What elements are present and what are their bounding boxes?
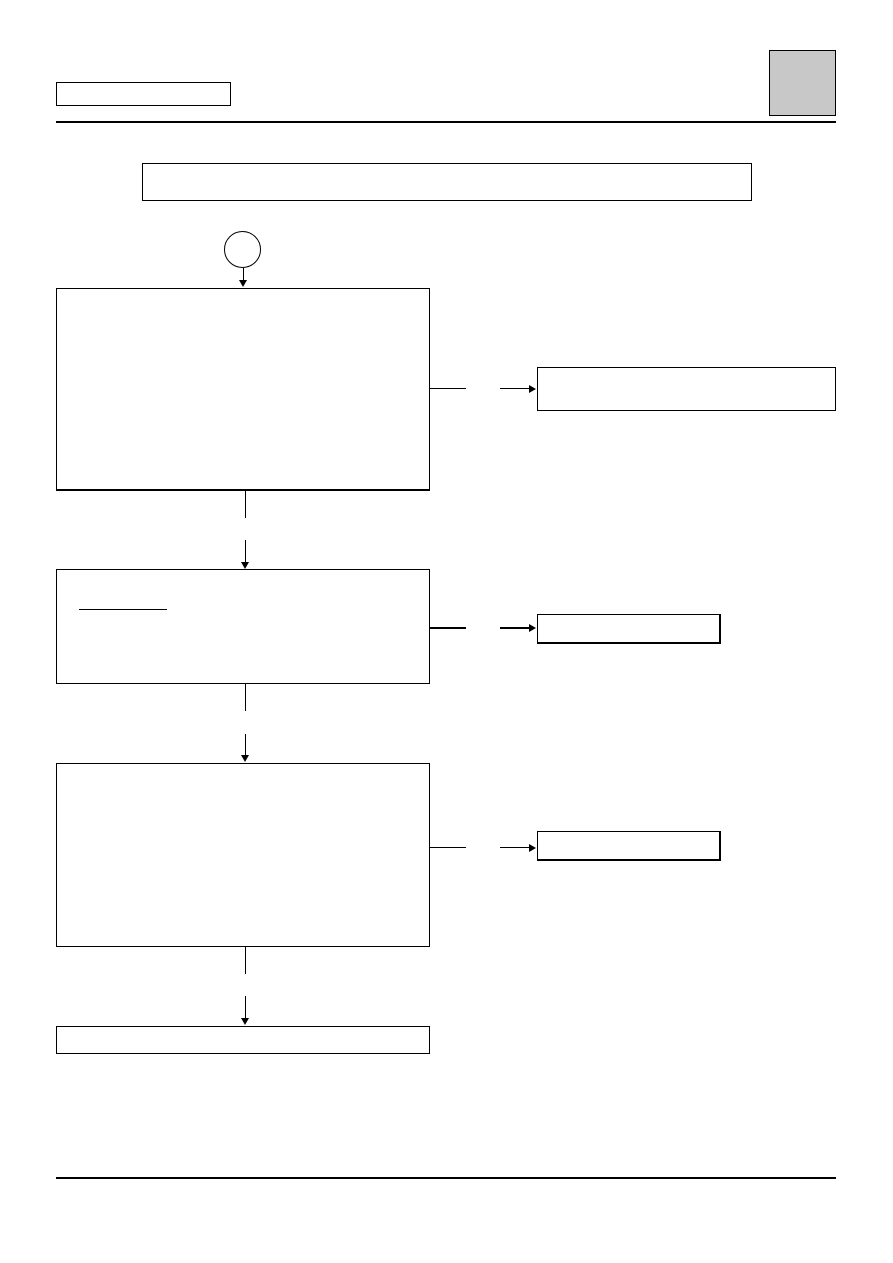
step-2-yes-line-a — [245, 684, 246, 711]
step-1-yes-line-b — [245, 540, 246, 562]
end-box — [56, 1026, 430, 1054]
start-connector — [224, 231, 261, 268]
step-2-underlined-text — [79, 594, 167, 608]
step-2-yes-arrow — [241, 755, 249, 762]
step-3-result-box — [537, 831, 721, 861]
step-3-yes-line-a — [245, 947, 246, 974]
step-3-no-line-a — [430, 847, 466, 848]
step-1-no-line-b — [500, 388, 530, 389]
footer-rule — [56, 1177, 836, 1179]
step-2-result-box — [537, 614, 721, 644]
header-rule — [56, 121, 836, 123]
header-section-label-box — [56, 82, 231, 106]
start-line — [243, 268, 244, 280]
step-1-result-box — [537, 367, 836, 411]
step-3-no-arrow — [529, 844, 536, 852]
step-1-yes-arrow — [241, 562, 249, 569]
start-arrow — [239, 280, 247, 287]
step-2-no-line-a — [430, 627, 466, 629]
header-tab — [769, 50, 836, 116]
step-2-yes-line-b — [245, 734, 246, 755]
step-1-box — [56, 288, 430, 491]
step-3-yes-arrow — [241, 1018, 249, 1025]
step-2-no-line-b — [500, 627, 530, 629]
step-3-yes-line-b — [245, 996, 246, 1018]
step-2-box — [56, 569, 430, 684]
step-2-no-arrow — [529, 624, 536, 632]
step-2-underline — [79, 609, 167, 610]
step-1-yes-line-a — [245, 491, 246, 518]
flowchart-title-box — [142, 163, 752, 201]
step-3-box — [56, 763, 430, 947]
step-2-text — [79, 616, 409, 666]
step-1-no-arrow — [529, 385, 536, 393]
step-1-no-line-a — [430, 388, 466, 389]
step-3-no-line-b — [500, 847, 530, 848]
